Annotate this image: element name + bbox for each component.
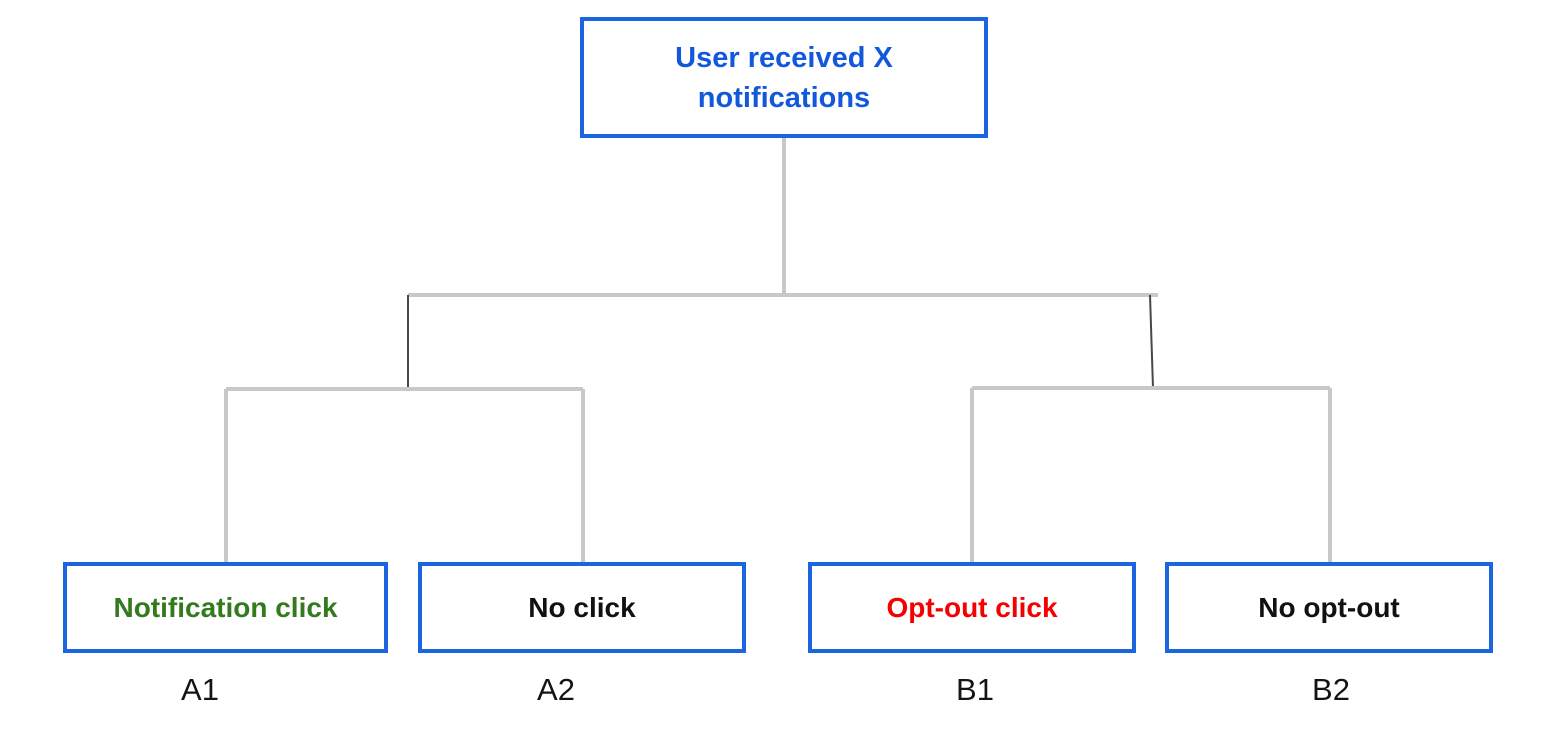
- leaf-node-label: Notification click: [113, 591, 338, 623]
- leaf-node-label: No click: [528, 591, 636, 623]
- leaf-id-label-b1: B1: [956, 672, 994, 707]
- root-node-label: User received X notifications: [675, 41, 893, 114]
- leaf-id-label-a2: A2: [537, 672, 575, 707]
- leaf-node-label: No opt-out: [1258, 591, 1400, 623]
- connector-right-branch-drop: [1149, 294, 1154, 389]
- leaf-node-notification-click: Notification click: [63, 562, 388, 653]
- leaf-node-opt-out-click: Opt-out click: [808, 562, 1136, 653]
- leaf-id-label-a1: A1: [181, 672, 219, 707]
- leaf-node-label: Opt-out click: [886, 591, 1058, 623]
- leaf-node-no-opt-out: No opt-out: [1165, 562, 1493, 653]
- leaf-node-no-click: No click: [418, 562, 746, 653]
- leaf-id-label-b2: B2: [1312, 672, 1350, 707]
- root-node-user-received-notifications: User received X notifications: [580, 17, 988, 138]
